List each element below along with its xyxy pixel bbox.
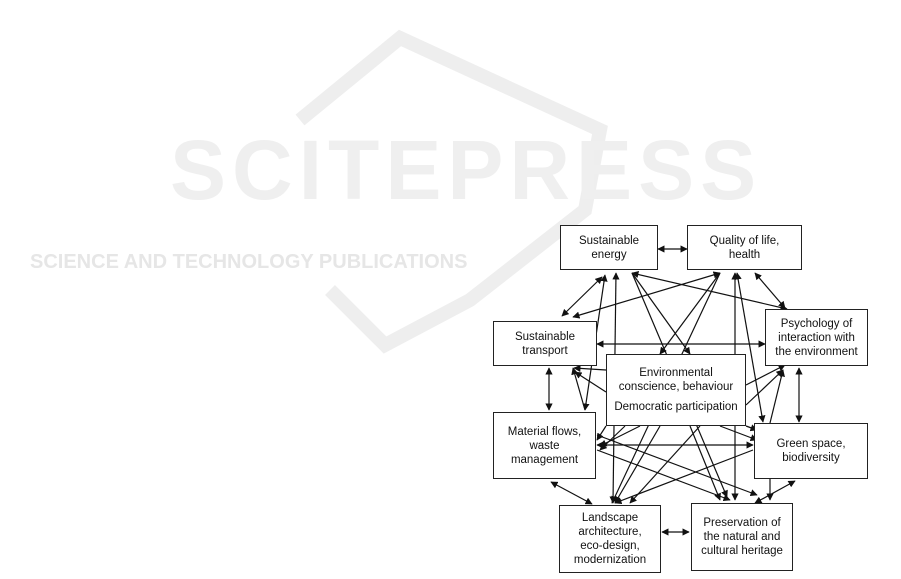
node-preservation-heritage: Preservation of the natural and cultural…	[691, 503, 793, 571]
node-label: modernization	[573, 554, 647, 566]
node-label: biodiversity	[782, 452, 840, 464]
node-label: Environmental	[639, 367, 713, 379]
arrow	[745, 369, 784, 406]
node-label: management	[510, 453, 579, 466]
node-environmental-conscience: Environmental conscience, behaviour Demo…	[606, 354, 746, 426]
node-sustainable-transport: Sustainable transport	[493, 321, 597, 366]
arrow	[596, 449, 731, 502]
node-green-space: Green space, biodiversity	[754, 423, 868, 479]
arrow	[659, 272, 721, 355]
node-quality-of-life: Quality of life, health	[687, 225, 802, 270]
arrow	[596, 434, 758, 497]
arrow	[596, 425, 607, 441]
arrow	[614, 449, 754, 505]
node-label: Landscape	[581, 512, 639, 524]
arrow	[745, 364, 786, 386]
node-label: Psychology of	[780, 317, 853, 330]
node-label: Democratic participation	[614, 401, 738, 413]
arrow	[769, 369, 785, 424]
arrow	[599, 425, 641, 447]
node-label: Material flows,	[507, 425, 582, 438]
node-label: eco-design,	[580, 540, 640, 552]
node-label: cultural heritage	[701, 545, 783, 557]
watermark-subtitle: SCIENCE AND TECHNOLOGY PUBLICATIONS	[30, 251, 468, 273]
node-label: the natural and	[703, 531, 781, 543]
arrow	[573, 364, 607, 372]
arrow	[719, 425, 758, 442]
node-sustainable-energy: Sustainable energy	[560, 225, 658, 270]
watermark-title: SCITEPRESS	[170, 123, 763, 217]
node-label: architecture,	[578, 526, 642, 538]
node-label: Preservation of	[703, 517, 781, 529]
node-label: conscience, behaviour	[618, 381, 734, 393]
arrow	[599, 425, 626, 451]
node-label: Sustainable	[514, 330, 576, 343]
double-arrow	[572, 271, 721, 319]
node-label: transport	[522, 344, 568, 357]
double-arrow	[754, 480, 796, 504]
arrow	[574, 371, 607, 393]
node-label: Green space,	[776, 438, 846, 450]
node-label: Quality of life,	[709, 234, 780, 247]
node-landscape-architecture: Landscape architecture, eco-design, mode…	[559, 505, 661, 573]
double-arrow	[734, 272, 766, 423]
node-label: health	[728, 248, 761, 261]
node-material-flows: Material flows, waste management	[493, 412, 596, 479]
arrow	[689, 425, 721, 501]
arrow	[629, 425, 701, 504]
node-label: the environment	[775, 345, 858, 358]
node-label: Sustainable	[578, 234, 640, 247]
arrow	[614, 425, 661, 504]
arrow	[631, 272, 691, 355]
node-psychology: Psychology of interaction with the envir…	[765, 309, 868, 366]
double-arrow	[550, 481, 593, 505]
node-label: waste	[529, 439, 560, 452]
node-label: interaction with	[778, 331, 855, 344]
node-label: energy	[591, 248, 627, 261]
double-arrow	[631, 270, 788, 312]
